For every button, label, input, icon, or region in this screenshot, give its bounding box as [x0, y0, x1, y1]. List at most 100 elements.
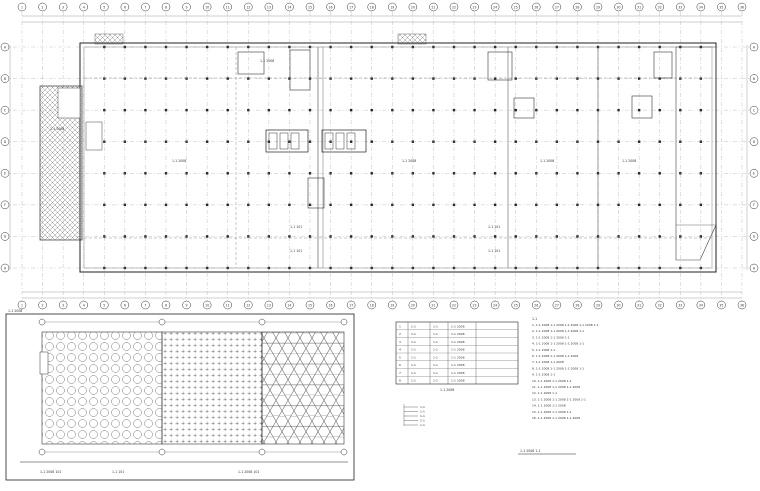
axis-label: 14 — [287, 5, 291, 9]
axis-label: 13 — [267, 303, 271, 307]
axis-bubble — [305, 2, 315, 12]
axis-label: 32 — [658, 303, 662, 307]
axis-bubble — [346, 300, 356, 310]
axis-bubble — [326, 300, 335, 310]
axis-bubble — [58, 300, 68, 310]
structural-column — [205, 108, 209, 112]
axis-label: 11 — [226, 5, 230, 9]
axis-bubble — [0, 263, 10, 273]
structural-column — [514, 203, 517, 207]
axis-bubble — [429, 2, 438, 12]
axis-label: 35 — [719, 303, 723, 307]
building-outline — [79, 42, 717, 273]
axis-bubble — [573, 2, 582, 12]
note-line: 8. 1-1 2008 1-1 2008 1-1 2008 1-1 — [532, 366, 584, 370]
key-item: 1-1 — [420, 410, 425, 414]
axis-label: 17 — [349, 5, 353, 9]
structural-column — [493, 108, 497, 112]
floor-plan: 1-1 2008 1-1 2008 1-1 2008 1-1 2008 1-1 … — [0, 2, 759, 310]
axis-bubble — [120, 2, 130, 12]
axis-bubble — [655, 2, 664, 12]
structural-column — [637, 108, 641, 112]
axis-label: 21 — [431, 303, 435, 307]
structural-column — [514, 172, 517, 175]
axis-bubble — [0, 105, 10, 115]
structural-column — [226, 172, 229, 175]
axis-bubble — [141, 300, 150, 310]
axis-bubble — [449, 2, 459, 12]
structural-column — [349, 172, 353, 175]
axis-label: 33 — [678, 5, 682, 9]
axis-label: 3 — [62, 303, 64, 307]
structural-column — [658, 140, 661, 143]
axis-label: 2 — [42, 5, 44, 9]
note-line: 13. 1-1 2008 1-1 2008 1-1 2008 1-1 — [532, 397, 586, 401]
axis-bubble — [749, 74, 759, 83]
axis-label: C — [4, 108, 7, 112]
structural-column — [658, 172, 661, 175]
axis-bubble — [490, 2, 500, 12]
axis-bubble — [17, 2, 27, 12]
key-item: 1-1 — [420, 419, 425, 423]
axis-bubble — [717, 300, 726, 310]
axis-label: 29 — [596, 303, 600, 307]
symbol-key: 1-11-11-11-11-1 — [403, 404, 425, 427]
axis-bubble — [614, 300, 623, 310]
axis-label: 7 — [144, 303, 146, 307]
structural-column — [205, 140, 209, 143]
structural-column — [370, 172, 373, 175]
legend-cell: 4 — [399, 348, 401, 352]
structural-column — [370, 77, 373, 80]
axis-label: 15 — [308, 303, 312, 307]
axis-label: 14 — [287, 303, 291, 307]
axis-label: H — [4, 266, 7, 270]
axis-label: 22 — [452, 303, 456, 307]
legend-cell: 1-1 — [411, 324, 416, 328]
structural-column — [493, 77, 497, 80]
axis-bubble — [202, 2, 212, 12]
legend-cell: 1-1 — [433, 379, 438, 383]
legend-cell: 3 — [399, 340, 401, 344]
axis-bubble — [285, 2, 294, 12]
note-line: 16. 1-1 2008 1-1 2008 1-1 2008 — [532, 416, 580, 420]
axis-label: E — [4, 172, 6, 176]
structural-column — [205, 77, 209, 80]
legend-cell: 1-1 2008 — [451, 379, 465, 383]
axis-label: D — [753, 140, 756, 144]
structural-column — [658, 203, 661, 207]
axis-bubble — [593, 300, 603, 310]
axis-label: 26 — [534, 5, 538, 9]
axis-bubble — [717, 2, 726, 12]
note-line: 10. 1-1 2008 1-1 2008 1-1 — [532, 379, 572, 383]
axis-bubble — [223, 300, 232, 310]
structural-column — [349, 140, 353, 143]
axis-bubble — [223, 2, 232, 12]
axis-bubble — [285, 300, 294, 310]
legend-cell: 8 — [399, 379, 401, 383]
legend-cell: 1-1 — [411, 371, 416, 375]
axis-label: A — [753, 45, 756, 49]
axis-label: 34 — [699, 303, 703, 307]
structural-column — [493, 203, 497, 207]
structural-column — [370, 235, 373, 238]
structural-column — [370, 203, 373, 207]
axis-label: 24 — [493, 5, 497, 9]
axis-bubble — [511, 2, 520, 12]
axis-bubble — [100, 2, 109, 12]
axis-bubble — [593, 2, 603, 12]
axis-bubble — [367, 2, 376, 12]
stair-core-6 — [653, 51, 673, 79]
axis-bubble — [408, 300, 418, 310]
axis-label: 16 — [329, 5, 333, 9]
axis-label: 23 — [473, 5, 477, 9]
note-line: 7. 1-1 2008 1-1 2008 — [532, 360, 564, 364]
legend-cell: 1-1 — [411, 340, 416, 344]
axis-label: G — [753, 235, 756, 239]
axis-label: 15 — [308, 5, 312, 9]
axis-label: 2 — [42, 303, 44, 307]
axis-bubble — [470, 2, 479, 12]
axis-bubble — [737, 2, 747, 12]
axis-label: 1 — [21, 5, 23, 9]
